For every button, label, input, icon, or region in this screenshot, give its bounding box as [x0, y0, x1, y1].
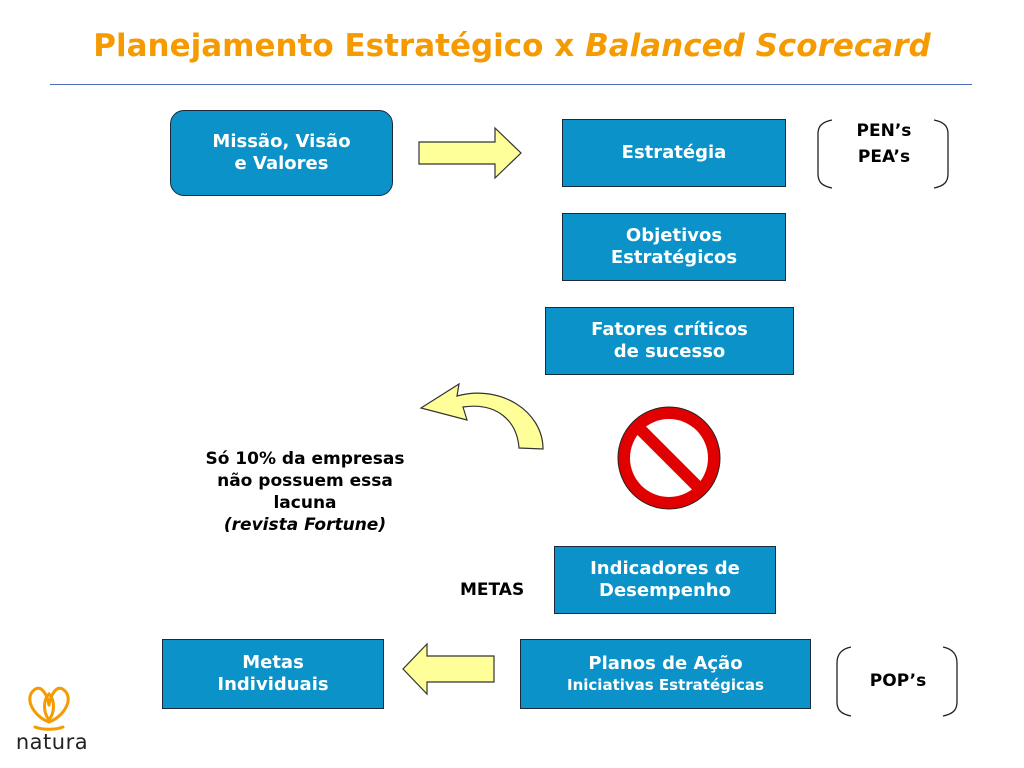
indicadores-line-1: Indicadores de — [590, 558, 740, 579]
right-bracket-top — [933, 119, 949, 189]
left-arrow-icon — [402, 642, 495, 696]
metas-individuais-line-1: Metas — [242, 652, 304, 673]
missao-line-2: e Valores — [234, 153, 329, 174]
fatores-line-2: de sucesso — [613, 341, 726, 362]
natura-logo-icon — [28, 686, 70, 731]
fatores-criticos-box: Fatores críticos de sucesso — [545, 307, 794, 375]
metas-individuais-line-2: Individuais — [217, 674, 329, 695]
note-line-3: lacuna — [273, 493, 337, 513]
curved-arrow-icon — [419, 382, 544, 450]
objetivos-line-1: Objetivos — [625, 225, 723, 246]
fatores-line-1: Fatores críticos — [591, 319, 748, 340]
bracket-top-text: PEN’s PEA’s — [836, 118, 932, 170]
metas-individuais-box: Metas Individuais — [162, 639, 384, 709]
title-italic: Balanced Scorecard — [585, 28, 931, 64]
natura-logo-text: natura — [15, 730, 89, 754]
objetivos-line-2: Estratégicos — [610, 247, 738, 268]
prohibition-icon — [617, 406, 721, 510]
note-line-2: não possuem essa — [217, 471, 393, 491]
pen-label: PEN’s — [856, 121, 912, 141]
title-main: Planejamento Estratégico x — [93, 28, 586, 64]
planos-line-1: Planos de Ação — [588, 653, 743, 674]
page-title: Planejamento Estratégico x Balanced Scor… — [0, 28, 1024, 64]
left-bracket-top — [817, 119, 833, 189]
note-line-4: (revista Fortune) — [223, 515, 387, 535]
fortune-note: Só 10% da empresas não possuem essa lacu… — [180, 448, 430, 536]
left-bracket-bottom — [836, 646, 852, 717]
indicadores-desempenho-box: Indicadores de Desempenho — [554, 546, 776, 614]
objetivos-estrategicos-box: Objetivos Estratégicos — [562, 213, 786, 281]
title-divider — [50, 84, 972, 85]
right-bracket-bottom — [942, 646, 958, 717]
pea-label: PEA’s — [857, 147, 911, 167]
planos-line-2: Iniciativas Estratégicas — [567, 676, 764, 694]
planos-acao-box: Planos de Ação Iniciativas Estratégicas — [520, 639, 811, 709]
estrategia-box: Estratégia — [562, 119, 786, 187]
right-arrow-icon — [418, 126, 522, 180]
metas-label: METAS — [460, 580, 525, 600]
missao-line-1: Missão, Visão — [212, 131, 351, 152]
indicadores-line-2: Desempenho — [599, 580, 731, 601]
note-line-1: Só 10% da empresas — [205, 449, 405, 469]
estrategia-label: Estratégia — [621, 142, 727, 163]
missao-visao-valores-box: Missão, Visão e Valores — [170, 110, 393, 196]
pop-label: POP’s — [869, 671, 927, 691]
